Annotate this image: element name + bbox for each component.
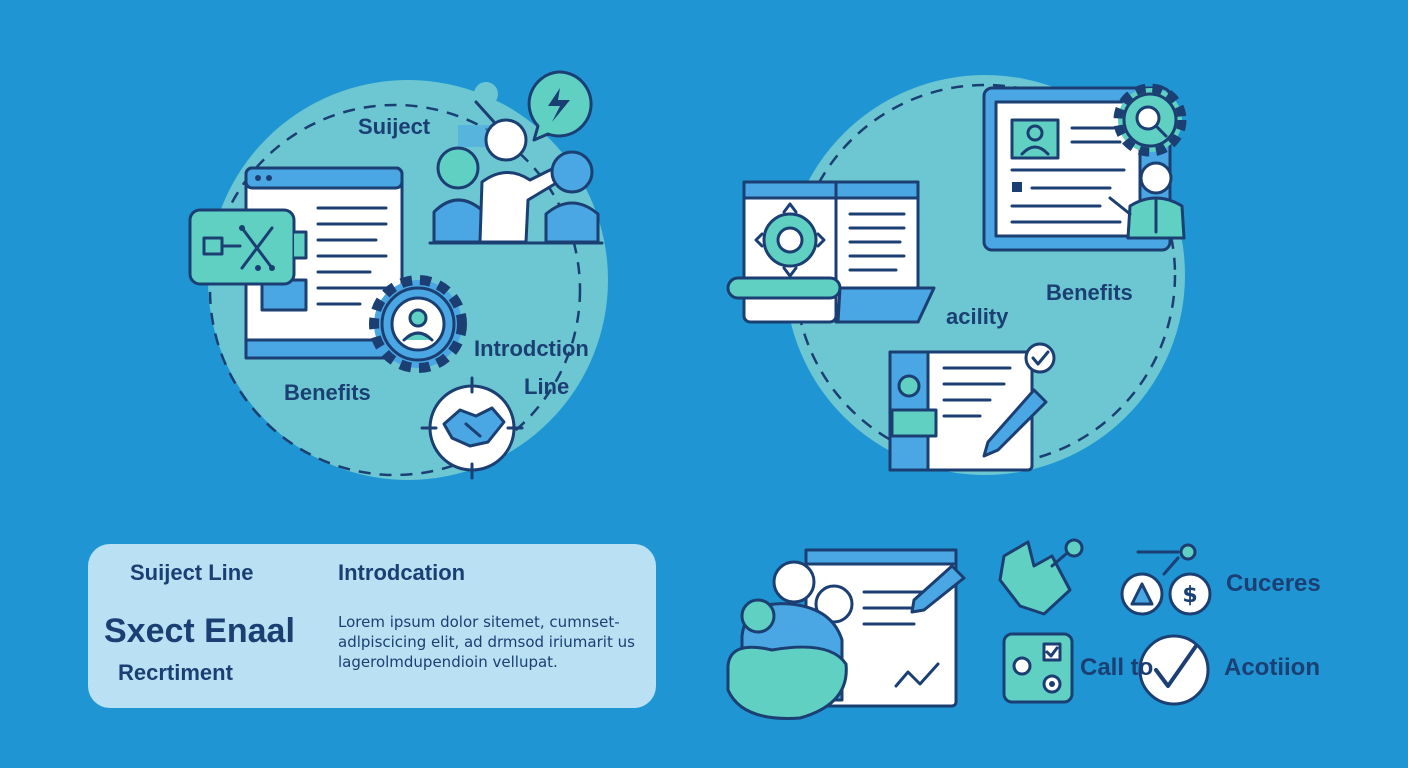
left-label-introduction: Introdction [474,336,589,361]
gear-magnifier-icon [1113,83,1187,157]
gear-person-icon [369,275,467,373]
left-label-line: Line [524,374,570,399]
label-call-to: Call to [1080,654,1154,681]
presenter-person-icon [1108,161,1186,240]
triangle-dollar-icon: $ [1120,543,1212,616]
writing-people-icon [726,548,966,720]
panel-subject-line: Suiject Line [130,560,254,585]
megaphone-icon [998,538,1084,616]
label-cuceres: Cuceres [1226,570,1321,597]
bottom-right-icons: $ [726,538,1212,720]
lightning-chat-bubble-icon [527,70,593,142]
flowchart-card-icon [188,208,308,286]
panel-recruitment: Recrtiment [118,660,233,685]
right-diagram [726,75,1187,475]
checkmark-circle-icon [1138,634,1210,706]
panel-headline: Sxect Enaal [104,612,295,650]
left-label-subject: Suiject [358,114,431,139]
right-label-facility: acility [946,304,1009,329]
label-action: Acotiion [1224,654,1320,681]
open-book-icon [726,180,936,324]
team-people-icon [428,118,604,245]
right-label-benefits: Benefits [1046,280,1133,305]
svg-text:$: $ [1182,583,1197,608]
resume-pencil-icon [888,342,1056,472]
panel-introduction: Introdcation [338,560,466,585]
summary-panel: Suiject Line Introdcation Sxect Enaal Re… [88,544,656,708]
panel-body-text: Lorem ipsum dolor sitemet, cumnset-adlpi… [338,613,635,671]
small-dot [474,82,498,106]
left-dashed-ring [208,103,582,477]
left-label-benefits: Benefits [284,380,371,405]
handshake-target-icon [420,376,524,480]
left-diagram [188,70,608,480]
checklist-box-icon [1002,632,1074,704]
